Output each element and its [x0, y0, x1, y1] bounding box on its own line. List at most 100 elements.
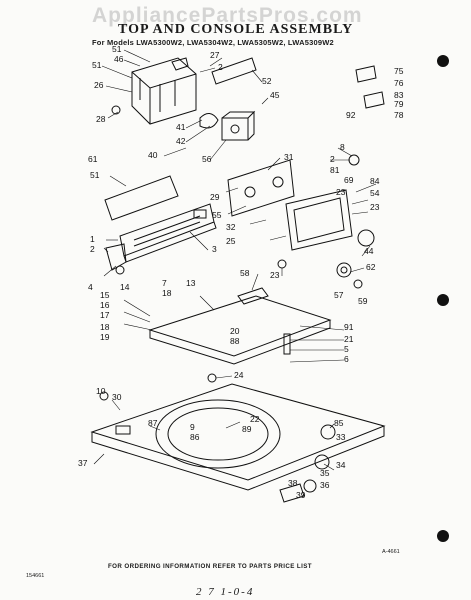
part-callout-83: 83	[394, 90, 404, 100]
part-callout-23: 23	[336, 187, 346, 197]
part-callout-37: 37	[78, 458, 88, 468]
window-frame-part	[285, 189, 353, 251]
diagram-code: A-4661	[382, 549, 400, 555]
part-callout-25: 25	[226, 236, 236, 246]
part-callout-27: 27	[210, 50, 220, 60]
page-title: TOP AND CONSOLE ASSEMBLY	[118, 22, 354, 37]
part-callout-56: 56	[202, 154, 212, 164]
part-callout-26: 26	[94, 80, 104, 90]
binder-hole-bottom	[437, 530, 449, 542]
part-callout-42: 42	[176, 136, 186, 146]
part-callout-86: 86	[190, 432, 200, 442]
part-callout-54: 54	[370, 188, 380, 198]
timer-part	[221, 110, 256, 141]
part-callout-59: 59	[358, 296, 368, 306]
part-callout-18: 18	[100, 322, 110, 332]
console-panel-part	[119, 203, 217, 263]
part-callout-14: 14	[120, 282, 130, 292]
part-callout-1: 1	[90, 234, 95, 244]
lid-switch-cover	[237, 287, 269, 305]
binder-hole-top	[437, 55, 449, 67]
part-callout-10: 10	[96, 386, 106, 396]
part-callout-2: 2	[90, 244, 95, 254]
part-callout-16: 16	[100, 300, 110, 310]
part-callout-81: 81	[330, 165, 340, 175]
part-callout-20: 20	[230, 326, 240, 336]
part-callout-61: 61	[88, 154, 98, 164]
end-cap-part	[105, 243, 127, 271]
part-callout-33: 33	[336, 432, 346, 442]
page-code: 154661	[26, 573, 45, 579]
part-callout-2: 2	[330, 154, 335, 164]
part-callout-34: 34	[336, 460, 346, 470]
part-callout-35: 35	[320, 468, 330, 478]
part-callout-38: 38	[288, 478, 298, 488]
part-callout-91: 91	[344, 322, 354, 332]
part-callout-22: 22	[250, 414, 260, 424]
part-callout-32: 32	[226, 222, 236, 232]
watermark: AppliancePartsPros.com	[92, 4, 363, 27]
lid-switch-assembly	[279, 424, 336, 503]
part-callout-8: 8	[340, 142, 345, 152]
part-callout-23: 23	[370, 202, 380, 212]
ordering-note: FOR ORDERING INFORMATION REFER TO PARTS …	[108, 563, 312, 570]
part-callout-29: 29	[210, 192, 220, 202]
part-callout-88: 88	[230, 336, 240, 346]
part-callout-13: 13	[186, 278, 196, 288]
knob-part	[357, 229, 375, 247]
part-callout-84: 84	[370, 176, 380, 186]
part-callout-62: 62	[366, 262, 376, 272]
part-callout-39: 39	[296, 490, 306, 500]
part-callout-17: 17	[100, 310, 110, 320]
part-callout-52: 52	[262, 76, 272, 86]
handwritten-note: 2 7 1-0-4	[196, 586, 255, 598]
part-callout-40: 40	[148, 150, 158, 160]
part-callout-69: 69	[344, 175, 354, 185]
part-callout-15: 15	[100, 290, 110, 300]
part-callout-7: 7	[162, 278, 167, 288]
part-callout-6: 6	[344, 354, 349, 364]
part-callout-85: 85	[334, 418, 344, 428]
part-callout-2: 2	[218, 62, 223, 72]
part-callout-92: 92	[346, 110, 356, 120]
part-callout-55: 55	[212, 210, 222, 220]
control-housing-part	[227, 159, 295, 217]
part-callout-24: 24	[234, 370, 244, 380]
binder-hole-middle	[437, 294, 449, 306]
part-callout-75: 75	[394, 66, 404, 76]
part-callout-46: 46	[114, 54, 124, 64]
part-callout-51: 51	[90, 170, 100, 180]
part-callout-9: 9	[190, 422, 195, 432]
part-callout-44: 44	[364, 246, 374, 256]
part-callout-87: 87	[148, 418, 158, 428]
rear-panel-part	[211, 57, 257, 85]
part-callout-41: 41	[176, 122, 186, 132]
switch-part	[199, 113, 219, 129]
part-callout-4: 4	[88, 282, 93, 292]
part-callout-21: 21	[344, 334, 354, 344]
part-callout-3: 3	[212, 244, 217, 254]
dial-part	[336, 262, 352, 278]
part-callout-51: 51	[112, 44, 122, 54]
part-callout-89: 89	[242, 424, 252, 434]
back-guard-panel	[104, 175, 179, 221]
part-callout-45: 45	[270, 90, 280, 100]
washer-top-part	[90, 383, 386, 491]
part-callout-18: 18	[162, 288, 172, 298]
part-callout-28: 28	[96, 114, 106, 124]
console-bracket-part	[131, 57, 197, 125]
part-callout-23: 23	[270, 270, 280, 280]
part-callout-76: 76	[394, 78, 404, 88]
part-callout-5: 5	[344, 344, 349, 354]
part-callout-78: 78	[394, 110, 404, 120]
part-callout-51: 51	[92, 60, 102, 70]
part-callout-79: 79	[394, 99, 404, 109]
part-callout-19: 19	[100, 332, 110, 342]
part-callout-31: 31	[284, 152, 294, 162]
part-callout-36: 36	[320, 480, 330, 490]
part-callout-57: 57	[334, 290, 344, 300]
models-subtitle: For Models LWA5300W2, LWA5304W2, LWA5305…	[92, 38, 334, 47]
part-callout-58: 58	[240, 268, 250, 278]
